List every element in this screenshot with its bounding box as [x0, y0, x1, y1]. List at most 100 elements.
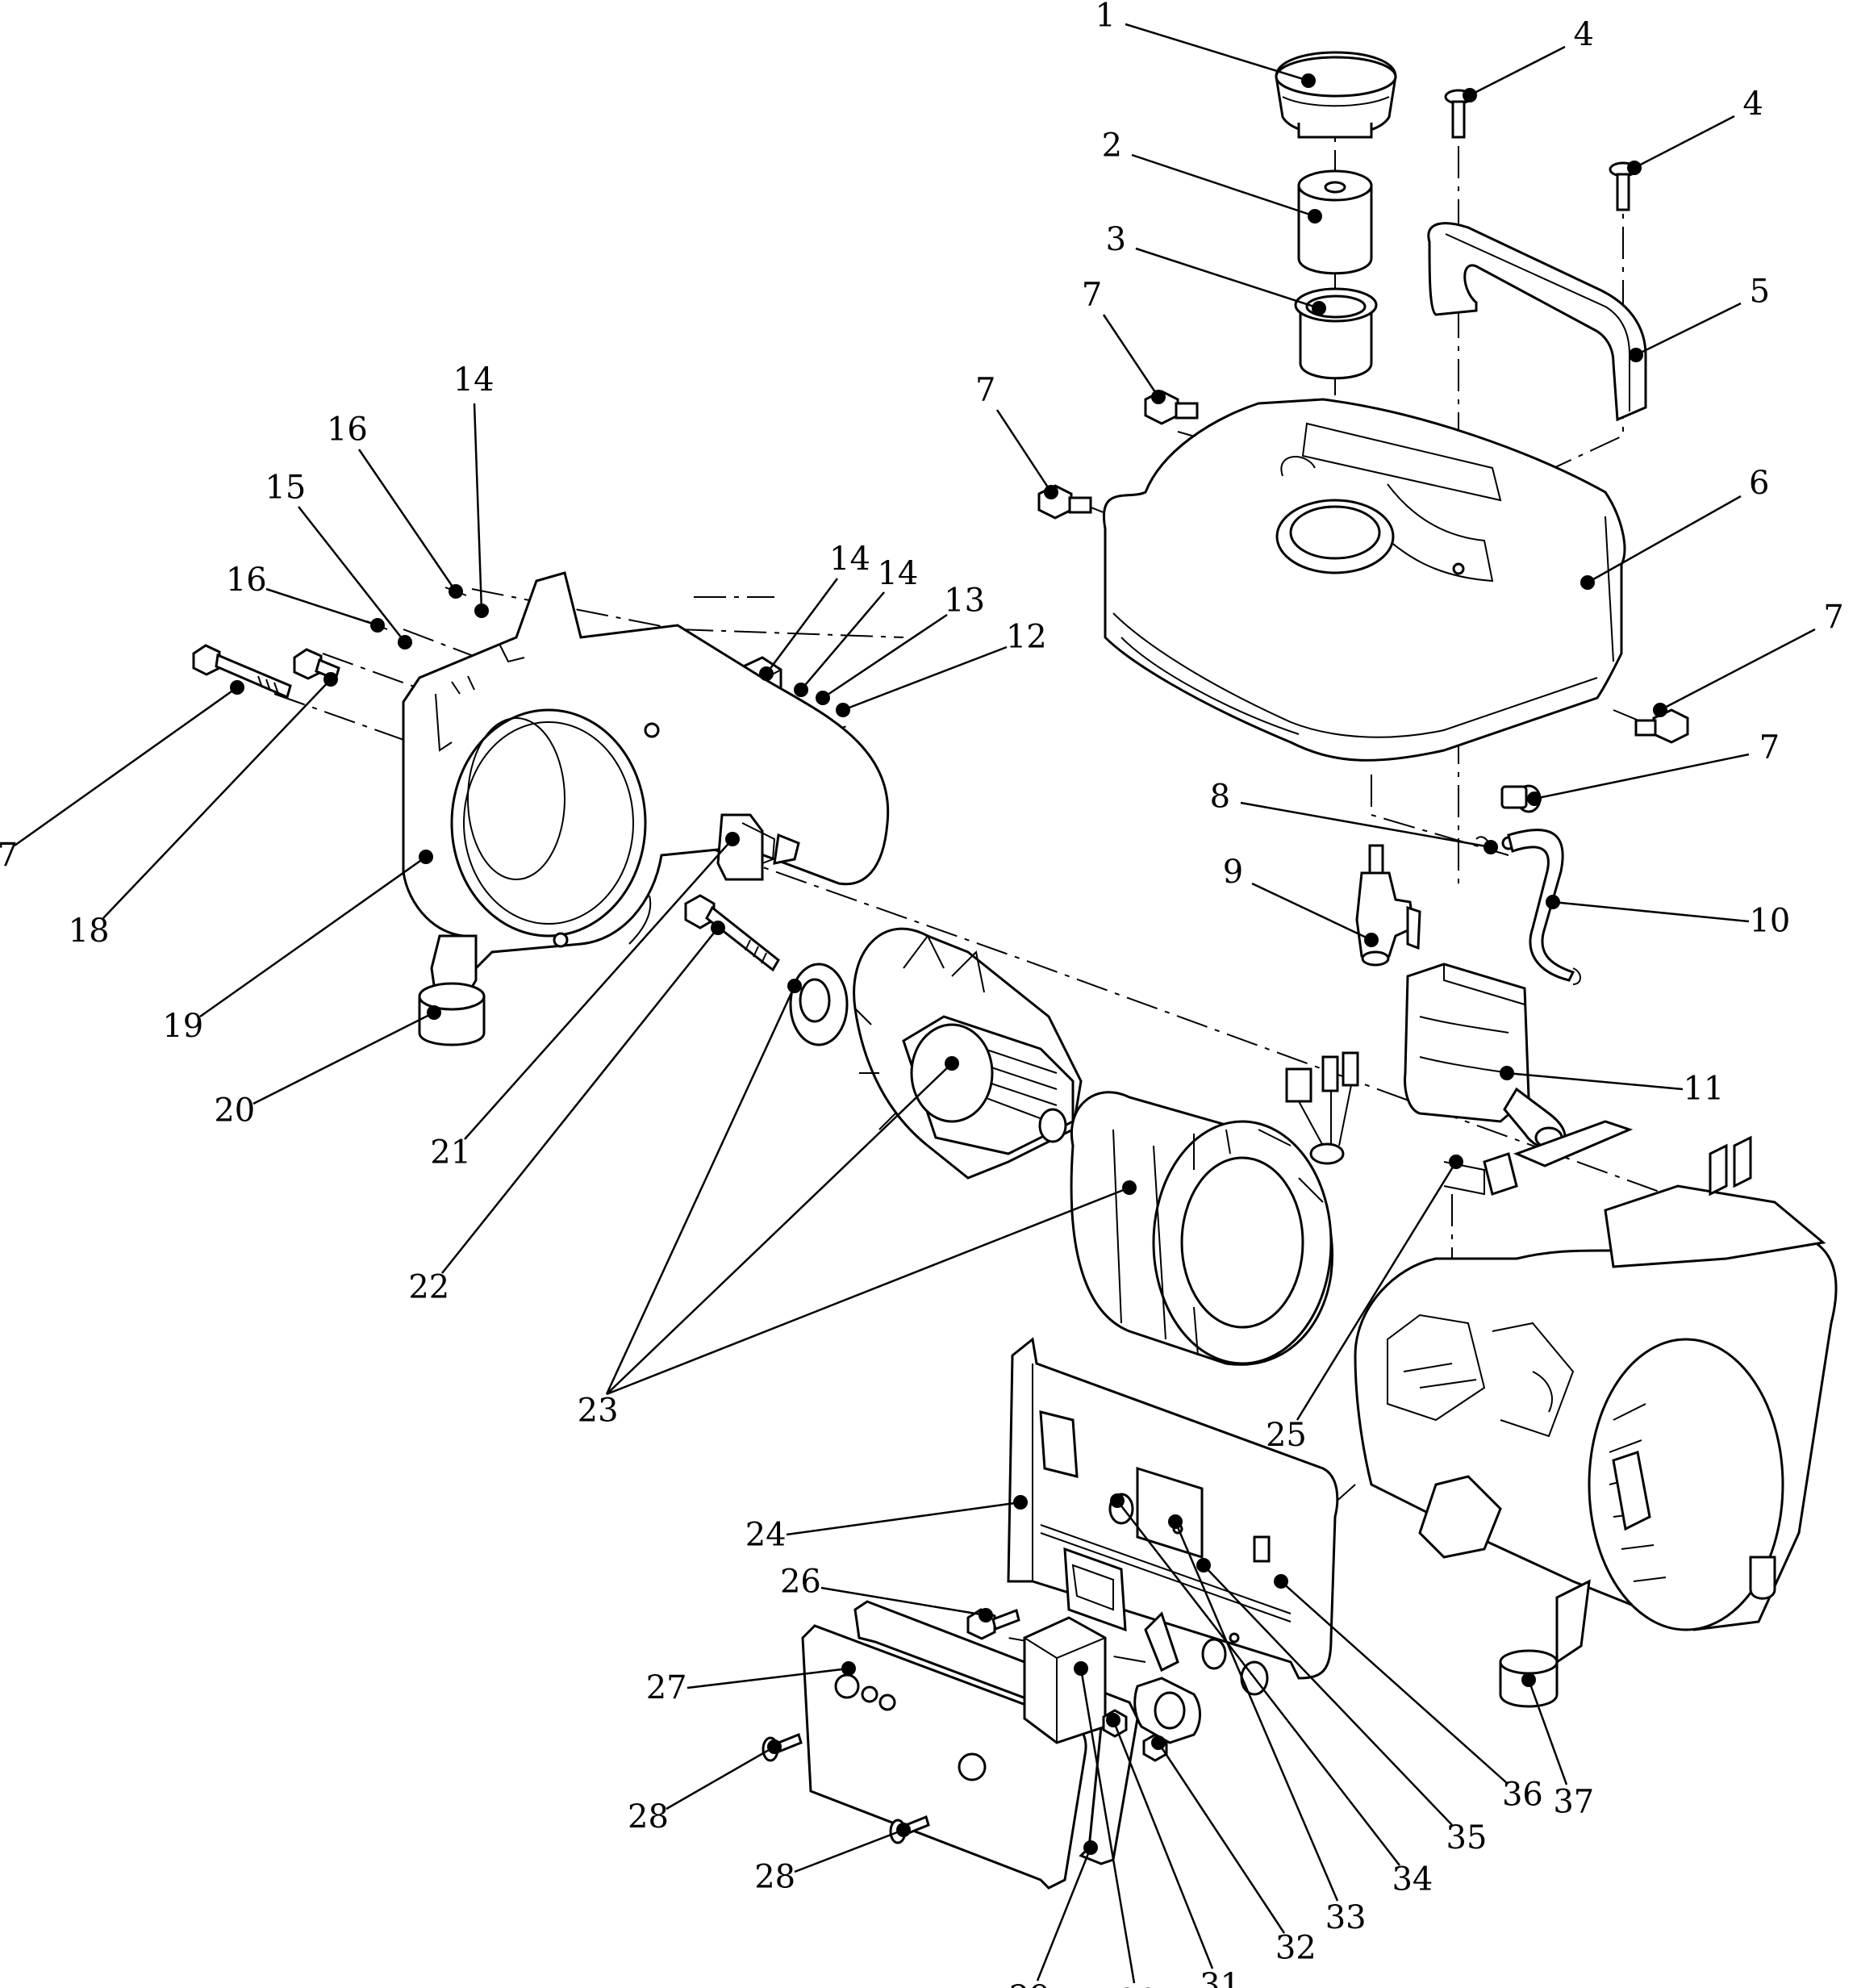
callout-number: 35	[1446, 1819, 1488, 1856]
leader-line	[605, 985, 796, 1395]
leader-line	[1296, 1161, 1458, 1421]
leader-dot	[1653, 703, 1667, 717]
leader-dot	[1627, 161, 1642, 175]
leader-dot	[1308, 209, 1322, 223]
leader-line	[786, 1501, 1021, 1536]
fuel-valve	[1355, 844, 1421, 967]
leader-line	[1587, 495, 1742, 584]
leader-line	[606, 1063, 953, 1395]
leader-dot	[1301, 73, 1316, 88]
callout-number: 31	[1200, 1967, 1241, 1988]
callout-brush-holder: 21	[430, 832, 740, 1171]
callout-cover-plate: 27	[646, 1661, 856, 1706]
callout-number: 17	[0, 837, 18, 874]
leader-line	[357, 449, 457, 592]
leader-line	[298, 506, 406, 643]
rear-housing	[402, 571, 890, 971]
leader-dot	[841, 1661, 856, 1676]
leader-line	[14, 686, 238, 847]
callout-number: 7	[1082, 276, 1102, 313]
long-bolt	[192, 644, 292, 700]
callout-number: 13	[944, 583, 985, 620]
leader-line	[820, 1586, 987, 1617]
leader-dot	[759, 666, 774, 681]
callout-fuel-filter-cup: 2	[1102, 127, 1322, 223]
callout-ignition-coil-bolt: 25	[1266, 1155, 1463, 1454]
leader-line	[1135, 247, 1320, 310]
leader-dot	[1580, 575, 1595, 590]
callout-fuel-filter-ring: 3	[1106, 221, 1326, 315]
leader-dot	[323, 672, 338, 687]
leader-line	[252, 1011, 435, 1105]
leader-line	[1635, 302, 1742, 357]
callout-fuel-valve: 9	[1223, 854, 1379, 947]
callout-number: 4	[1742, 86, 1763, 123]
leader-line	[686, 1667, 849, 1689]
leader-line	[794, 1828, 904, 1873]
leader-line	[1634, 115, 1735, 169]
callout-rivet: 28	[754, 1823, 911, 1895]
callout-number: 1	[1095, 0, 1115, 34]
leader-dot	[1168, 1514, 1183, 1529]
leader-line	[1157, 1742, 1286, 1934]
leader-line	[1174, 1521, 1339, 1902]
callout-number: 6	[1749, 465, 1769, 502]
leader-dot	[230, 680, 244, 695]
leader-dot	[896, 1823, 911, 1837]
callout-number: 21	[430, 1134, 471, 1171]
leader-line	[606, 1186, 1130, 1396]
leader-dot	[1196, 1558, 1211, 1572]
fuel-tank	[1103, 398, 1626, 762]
callout-number: 20	[214, 1092, 255, 1130]
callout-number: 28	[628, 1798, 669, 1836]
leader-line	[842, 645, 1008, 712]
callout-control-panel: 24	[745, 1495, 1028, 1554]
leader-dot	[1122, 1180, 1137, 1195]
engine	[1354, 1120, 1838, 1708]
leader-dot	[1500, 1066, 1514, 1080]
leader-dot	[787, 979, 802, 993]
callout-number: 18	[69, 913, 110, 950]
callout-rotor-stator-assembly: 23	[578, 979, 1137, 1430]
callout-number: 24	[745, 1517, 787, 1554]
leader-line	[822, 613, 948, 700]
callout-screw: 16	[226, 562, 385, 633]
callout-rear-housing: 19	[162, 850, 433, 1045]
leader-line	[199, 855, 427, 1018]
leader-line	[265, 587, 378, 627]
leader-dot	[945, 1056, 959, 1071]
leader-line	[1469, 45, 1566, 97]
callout-number: 14	[453, 361, 495, 399]
callout-number: 23	[578, 1393, 619, 1430]
leader-dot	[816, 691, 830, 705]
callout-number: 36	[1502, 1776, 1543, 1813]
leader-line	[1534, 753, 1750, 800]
callout-engine-switch: 36	[1274, 1574, 1543, 1813]
callout-number: 14	[829, 541, 870, 578]
fuel-hose	[1507, 829, 1581, 985]
leader-line	[464, 838, 733, 1140]
callout-washer: 14	[453, 361, 495, 618]
leader-dot	[794, 683, 808, 697]
callout-screw: 16	[327, 411, 463, 599]
muffler	[1404, 963, 1567, 1151]
brush-holder	[716, 813, 800, 881]
leader-line	[1079, 1668, 1136, 1984]
callout-handle-bolt: 4	[1463, 16, 1594, 102]
leader-dot	[1546, 895, 1560, 909]
callout-number: 9	[1223, 854, 1243, 891]
callout-number: 16	[226, 562, 267, 599]
callout-number: 19	[162, 1008, 203, 1045]
leader-line	[1102, 314, 1160, 398]
callout-voltage-regulator: 15	[265, 470, 412, 649]
leader-dot	[1044, 485, 1058, 499]
leader-line	[1203, 1564, 1453, 1826]
callout-number: 11	[1683, 1070, 1724, 1107]
callout-carry-handle: 5	[1629, 274, 1770, 362]
leader-line	[1506, 1071, 1684, 1091]
callout-number: 2	[1102, 127, 1122, 165]
callout-number: 30	[1117, 1983, 1158, 1988]
leader-line	[1240, 801, 1492, 849]
